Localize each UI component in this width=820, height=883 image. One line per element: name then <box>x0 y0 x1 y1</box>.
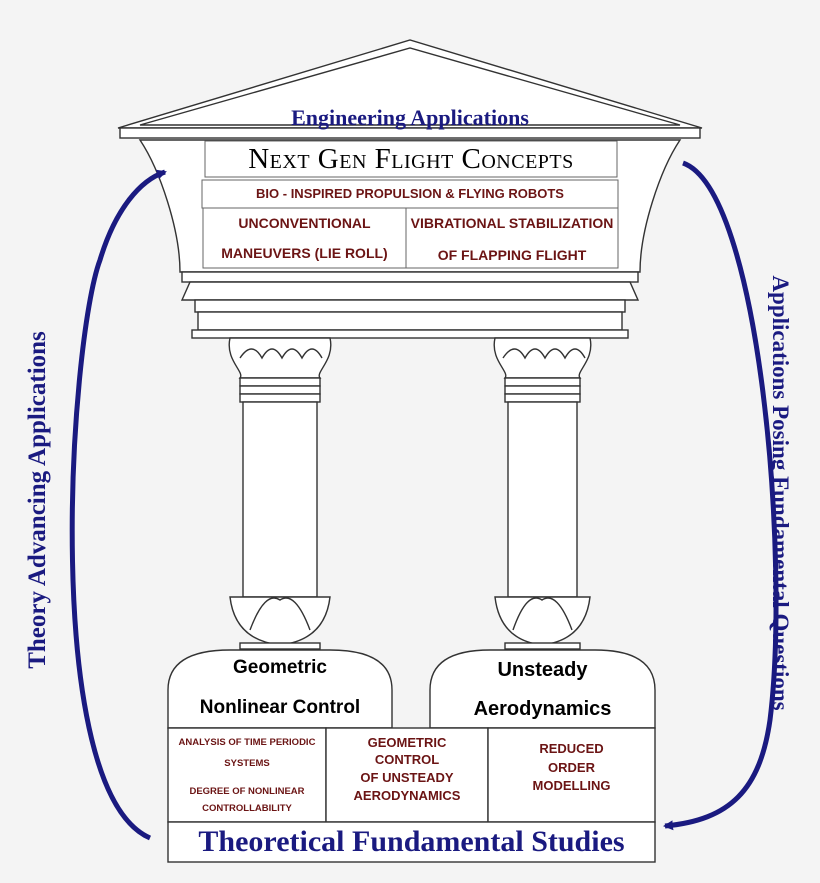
periodic-line2: SYSTEMS <box>224 758 270 769</box>
base-right-box <box>487 727 656 823</box>
left-pillar-line1: Geometric <box>233 657 327 678</box>
left-shaft <box>242 401 318 598</box>
left-capital <box>228 337 332 379</box>
left-pillar-line2: Nonlinear Control <box>199 697 361 718</box>
right-arrow-label: Applications Posing Fundamental Question… <box>768 275 793 711</box>
right-base <box>429 649 656 729</box>
left-arrow-label: Theory Advancing Applications <box>24 331 51 669</box>
degree-line2: CONTROLLABILITY <box>202 803 292 814</box>
right-capital <box>493 337 592 379</box>
base-left-box <box>167 727 327 823</box>
engineering-applications-label: Engineering Applications <box>291 105 529 130</box>
reduced-line2: ORDER <box>548 760 595 775</box>
geometric-line1: GEOMETRIC <box>367 735 447 750</box>
right-pillar-line2: Aerodynamics <box>473 698 612 720</box>
next-gen-title: Next Gen Flight Concepts <box>248 143 574 175</box>
right-shaft <box>507 401 578 598</box>
geometric-line4: AERODYNAMICS <box>353 788 461 803</box>
periodic-line1: ANALYSIS OF TIME PERIODIC <box>178 737 316 748</box>
base-center-box <box>325 727 489 823</box>
bio-inspired-label: BIO - INSPIRED PROPULSION & FLYING ROBOT… <box>256 186 564 201</box>
degree-line1: DEGREE OF NONLINEAR <box>189 786 305 797</box>
reduced-line3: MODELLING <box>532 778 611 793</box>
geometric-line3: OF UNSTEADY <box>360 770 454 785</box>
unconventional-line2: MANEUVERS (LIE ROLL) <box>221 245 388 261</box>
unconventional-line1: UNCONVENTIONAL <box>238 215 371 231</box>
right-arrow <box>663 160 779 831</box>
left-base <box>167 649 393 729</box>
right-pillar-line1: Unsteady <box>497 659 588 681</box>
theoretical-title: Theoretical Fundamental Studies <box>198 825 625 858</box>
reduced-line1: REDUCED <box>539 741 604 756</box>
geometric-line2: CONTROL <box>374 752 440 767</box>
left-arrow <box>69 169 167 841</box>
vibrational-line2: OF FLAPPING FLIGHT <box>437 247 587 263</box>
vibrational-line1: VIBRATIONAL STABILIZATION <box>410 215 614 231</box>
base-foundation <box>167 821 656 863</box>
